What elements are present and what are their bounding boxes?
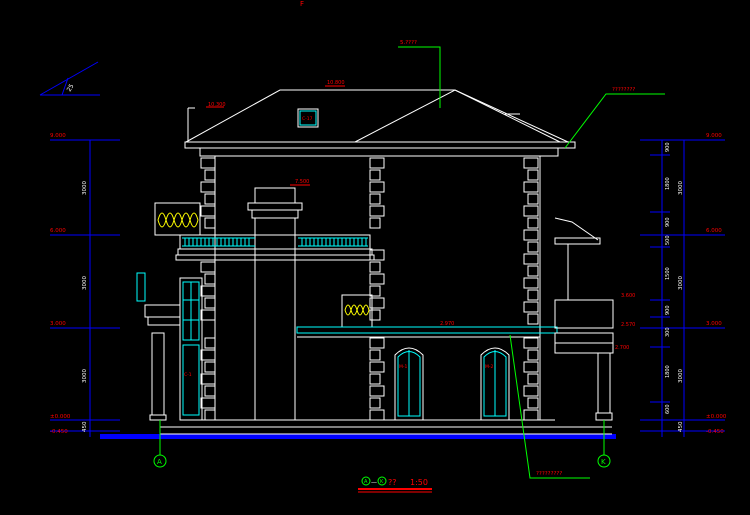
right-wing — [554, 217, 614, 421]
roof-callout-leader — [398, 46, 441, 108]
slope-label: 25 — [66, 83, 76, 93]
right-span-4: 450 — [678, 421, 684, 432]
title-scale: 1:50 — [410, 478, 428, 487]
right-subspan-9: 600 — [665, 404, 671, 414]
axis-marker-right-label: K — [601, 458, 606, 466]
door-2-tag: M-2 — [485, 364, 494, 370]
elevation-floor-right: 2.570 — [621, 322, 635, 328]
right-subspan-3: 900 — [665, 217, 671, 227]
left-dimension-axis — [50, 139, 120, 437]
top-marker: F — [300, 0, 304, 8]
ground-line — [100, 434, 616, 439]
elevation-upper-mark: 7.500 — [295, 179, 309, 185]
title-axis-to: K — [380, 479, 384, 485]
elevation-second-floor: 2.970 — [440, 321, 454, 327]
right-span-2: 3000 — [678, 276, 684, 290]
main-walls — [160, 156, 612, 435]
right-subspan-6: 900 — [665, 305, 671, 315]
axis-marker-right: K — [597, 420, 611, 468]
left-span-2: 3000 — [82, 276, 88, 290]
dormer-window-tag: C-17 — [302, 116, 313, 122]
left-level-1: 9.000 — [50, 133, 66, 139]
elevation-ridge: 10.800 — [327, 80, 345, 86]
main-roof — [184, 89, 576, 157]
axis-marker-left: A — [153, 420, 167, 468]
quoin-center — [369, 157, 385, 421]
right-span-1: 3000 — [678, 181, 684, 195]
left-level-3: 3.000 — [50, 321, 66, 327]
right-subspan-4: 500 — [665, 235, 671, 245]
right-subspan-5: 1500 — [665, 267, 671, 280]
left-window-column — [179, 277, 203, 421]
quoin-right — [523, 157, 539, 421]
window-left-tag: C-1 — [184, 372, 192, 378]
slope-symbol — [39, 61, 100, 96]
right-subspan-2: 1800 — [665, 177, 671, 190]
door-1-tag: M-1 — [399, 364, 408, 370]
right-level-4: ±0.000 — [706, 414, 727, 420]
left-span-1: 3000 — [82, 181, 88, 195]
chimney-tower — [247, 187, 303, 420]
arched-door-2 — [480, 347, 510, 421]
left-level-labels: 9.000 6.000 3.000 ±0.000 -0.450 — [50, 133, 71, 435]
right-callout: ???????? — [612, 87, 635, 93]
bottom-callout: ????????? — [536, 471, 562, 477]
elevation-left-roof: 10.300 — [208, 102, 226, 108]
right-subspan-7: 300 — [665, 327, 671, 337]
title-axis-from: A — [364, 479, 368, 485]
right-level-labels: 9.000 6.000 3.000 ±0.000 -0.450 — [706, 133, 727, 435]
right-subspan-labels: 900 1800 900 500 1500 900 300 1800 600 — [665, 142, 671, 414]
upper-balcony-railing — [182, 237, 368, 247]
quoin-left — [200, 157, 216, 421]
upper-ornament — [157, 212, 199, 228]
bottom-callout-leader — [509, 334, 590, 479]
left-span-4: 450 — [82, 421, 88, 432]
right-span-3: 3000 — [678, 369, 684, 383]
right-subspan-8: 1800 — [665, 365, 671, 378]
roof-callout: 5.???? — [400, 40, 417, 46]
drawing-title: A — K ?? 1:50 — [358, 476, 432, 493]
right-level-2: 6.000 — [706, 228, 722, 234]
elevation-porch: 2.700 — [615, 345, 629, 351]
right-level-1: 9.000 — [706, 133, 722, 139]
left-span-3: 3000 — [82, 369, 88, 383]
right-level-5: -0.450 — [706, 429, 724, 435]
left-level-2: 6.000 — [50, 228, 66, 234]
right-subspan-1: 900 — [665, 142, 671, 152]
right-callout-leader — [564, 93, 665, 149]
mid-balcony — [341, 294, 373, 328]
elevation-balcony-right: 3.600 — [621, 293, 635, 299]
right-level-3: 3.000 — [706, 321, 722, 327]
left-level-4: ±0.000 — [50, 414, 71, 420]
left-level-5: -0.450 — [50, 429, 68, 435]
right-span-labels: 3000 3000 3000 450 — [678, 181, 684, 432]
floor-band — [296, 326, 558, 334]
upper-balcony — [154, 202, 375, 261]
left-span-labels: 3000 3000 3000 450 — [82, 181, 88, 432]
title-text: ?? — [388, 478, 397, 487]
axis-marker-left-label: A — [157, 458, 162, 466]
right-dimension-axis — [640, 139, 725, 437]
dormer-window: C-17 — [297, 108, 319, 128]
arched-door-1 — [394, 347, 424, 421]
title-dash: — — [371, 479, 377, 486]
left-porch — [136, 272, 181, 421]
